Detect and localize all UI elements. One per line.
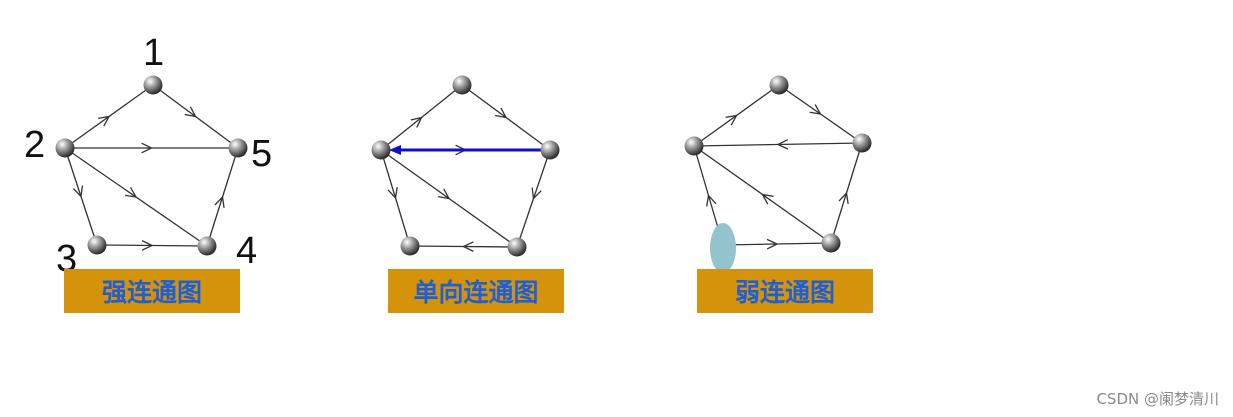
node-number-1: 1 xyxy=(143,32,165,74)
edge-1-5-arrowhead xyxy=(184,106,197,118)
node-number-2: 2 xyxy=(24,124,46,166)
node-3 xyxy=(400,236,420,256)
edge-1-5-arrowhead xyxy=(809,104,822,115)
node-2 xyxy=(55,138,75,158)
strong-graph xyxy=(55,75,248,256)
unilateral-graph xyxy=(371,75,560,257)
edge-3-4-arrowhead xyxy=(766,238,779,250)
node-2 xyxy=(684,136,704,156)
node-3-highlight-ellipse xyxy=(710,223,736,273)
node-5 xyxy=(852,133,872,153)
edge-2-5-arrowhead xyxy=(141,142,153,154)
weak-graph-label: 弱连通图 xyxy=(697,269,873,313)
edge-2-4-arrowhead xyxy=(125,187,138,198)
edge-2-1-arrowhead xyxy=(410,116,423,128)
edge-2-3-arrowhead xyxy=(387,187,398,200)
node-1 xyxy=(452,75,472,95)
node-number-4: 4 xyxy=(236,230,258,272)
edge-4-5-arrowhead xyxy=(214,195,225,208)
edge-2-4-arrowhead xyxy=(438,188,451,200)
node-2 xyxy=(371,140,391,160)
node-4 xyxy=(821,233,841,253)
edge-5-2-arrowhead xyxy=(776,138,789,150)
strong-graph-label: 强连通图 xyxy=(64,269,240,313)
node-number-3: 3 xyxy=(56,238,78,280)
weak-graph xyxy=(684,75,872,273)
node-3 xyxy=(87,235,107,255)
node-5 xyxy=(540,140,560,160)
edge-4-3-arrowhead xyxy=(462,241,474,252)
edge-4-2-arrowhead xyxy=(761,193,774,205)
edge-1-5-arrowhead xyxy=(495,107,508,119)
edge-2-3-arrowhead xyxy=(72,185,84,198)
node-1 xyxy=(143,75,163,95)
node-1 xyxy=(769,75,789,95)
edge-5-4-arrowhead xyxy=(531,187,542,200)
unilateral-graph-label: 单向连通图 xyxy=(388,269,564,313)
edge-3-2-arrowhead xyxy=(706,194,717,207)
node-5 xyxy=(228,138,248,158)
node-4 xyxy=(507,237,527,257)
edge-2-1-arrowhead xyxy=(725,114,738,126)
edge-2-1-arrowhead xyxy=(98,115,111,127)
node-4 xyxy=(197,236,217,256)
watermark: CSDN @阑梦清川 xyxy=(1096,390,1219,408)
node-number-5: 5 xyxy=(251,133,273,175)
edge-4-5-arrowhead xyxy=(838,191,849,204)
edge-3-4-arrowhead xyxy=(141,240,154,251)
highlight-edge-arrowhead xyxy=(389,145,401,155)
